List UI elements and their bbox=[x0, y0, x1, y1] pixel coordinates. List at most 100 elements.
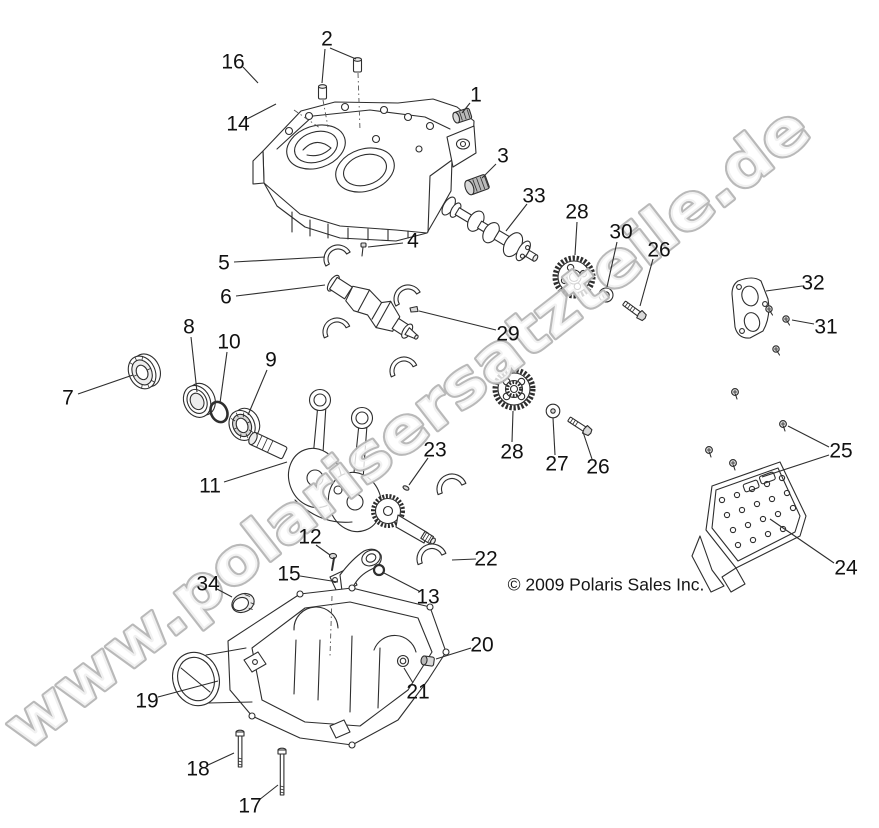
callout-label-26: 26 bbox=[586, 456, 609, 479]
callout-label-32: 32 bbox=[801, 272, 824, 295]
leader-line-16 bbox=[242, 66, 259, 84]
callout-label-15: 15 bbox=[277, 563, 300, 586]
callout-label-29: 29 bbox=[496, 323, 519, 346]
bolt-26-lower-drawing bbox=[567, 416, 593, 437]
callout-label-11: 11 bbox=[199, 475, 221, 498]
leader-line-26 bbox=[582, 431, 593, 460]
callout-label-21: 21 bbox=[406, 681, 429, 704]
leader-line-23 bbox=[408, 457, 429, 486]
baffle-perforations bbox=[718, 474, 797, 549]
callout-layer: 1234567891011121314151617181920212223242… bbox=[62, 28, 858, 818]
callout-label-34: 34 bbox=[196, 573, 220, 596]
baffle-plate-drawing bbox=[691, 461, 807, 593]
callout-label-14: 14 bbox=[226, 113, 250, 136]
bolt-18-drawing bbox=[235, 729, 245, 768]
callout-label-19: 19 bbox=[135, 690, 158, 713]
gasket-plate-drawing bbox=[731, 277, 770, 339]
callout-label-31: 31 bbox=[814, 316, 837, 339]
camshaft-drawing bbox=[441, 196, 539, 262]
callout-label-26: 26 bbox=[647, 239, 670, 262]
leader-line-18 bbox=[207, 752, 235, 766]
callout-label-2: 2 bbox=[321, 28, 333, 51]
bearing-shells-22-drawing bbox=[416, 473, 467, 566]
leader-line-28 bbox=[574, 221, 578, 256]
leader-line-24 bbox=[769, 518, 835, 564]
washer-21-drawing bbox=[396, 654, 410, 668]
leader-line-2 bbox=[321, 48, 326, 84]
callout-label-28: 28 bbox=[500, 441, 523, 464]
bearing-9-drawing bbox=[228, 407, 261, 441]
callout-label-5: 5 bbox=[218, 252, 230, 275]
cam-gear-drawing bbox=[552, 255, 596, 299]
leader-line-4 bbox=[367, 242, 404, 248]
callout-label-33: 33 bbox=[522, 185, 545, 208]
seal-7-drawing bbox=[127, 353, 161, 390]
callout-label-23: 23 bbox=[423, 439, 446, 462]
washer-30-drawing bbox=[598, 287, 614, 303]
callout-label-20: 20 bbox=[470, 634, 493, 657]
copyright-text: © 2009 Polaris Sales Inc. bbox=[508, 574, 705, 594]
oring-10-drawing bbox=[209, 400, 229, 424]
upper-crankcase-drawing bbox=[252, 72, 477, 242]
bearing-shells-5-drawing bbox=[322, 244, 421, 378]
callout-label-12: 12 bbox=[298, 526, 321, 549]
leader-line-29 bbox=[418, 310, 497, 331]
leader-line-34 bbox=[216, 588, 233, 598]
plug-1-drawing bbox=[452, 107, 473, 124]
leader-line-9 bbox=[247, 369, 268, 416]
leader-line-31 bbox=[791, 319, 815, 325]
callout-label-24: 24 bbox=[834, 557, 858, 580]
leader-line-6 bbox=[235, 284, 326, 297]
leader-line-25 bbox=[787, 425, 830, 448]
plug-3-drawing bbox=[464, 174, 490, 196]
crankshaft-drawing bbox=[248, 388, 436, 545]
leader-line-26 bbox=[639, 258, 654, 307]
callout-label-13: 13 bbox=[416, 586, 439, 609]
bolt-17-drawing bbox=[277, 747, 287, 796]
callout-label-7: 7 bbox=[62, 387, 74, 410]
leader-line-21 bbox=[403, 667, 414, 684]
key-23-drawing bbox=[402, 485, 410, 491]
leader-line-14 bbox=[246, 103, 277, 120]
callout-label-18: 18 bbox=[186, 758, 209, 781]
bolt-12-drawing bbox=[328, 552, 338, 571]
leader-line-12 bbox=[315, 544, 331, 556]
leader-line-5 bbox=[233, 256, 326, 263]
leader-line-20 bbox=[435, 647, 472, 660]
callout-label-4: 4 bbox=[407, 230, 419, 253]
pin-4-drawing bbox=[360, 242, 367, 257]
balance-shaft-drawing bbox=[326, 274, 419, 340]
leader-line-3 bbox=[481, 163, 497, 179]
leader-line-27 bbox=[552, 417, 556, 456]
callout-label-30: 30 bbox=[609, 221, 632, 244]
leader-line-10 bbox=[219, 351, 228, 404]
leader-line-25 bbox=[761, 454, 830, 478]
leader-line-7 bbox=[77, 374, 134, 395]
plug-34-drawing bbox=[231, 592, 255, 614]
leader-line-1 bbox=[461, 102, 471, 114]
callout-label-8: 8 bbox=[183, 316, 195, 339]
leader-line-22 bbox=[451, 558, 477, 561]
dowel-pin-drawing bbox=[317, 57, 363, 100]
leader-line-17 bbox=[258, 784, 279, 801]
pin-29-drawing bbox=[409, 305, 419, 313]
leader-line-19 bbox=[157, 680, 219, 698]
leader-line-33 bbox=[505, 203, 528, 232]
screws-31-drawing bbox=[765, 305, 791, 356]
lower-crankcase-drawing bbox=[172, 584, 450, 749]
callout-label-27: 27 bbox=[545, 453, 568, 476]
callout-label-10: 10 bbox=[217, 331, 240, 354]
callout-label-22: 22 bbox=[474, 548, 497, 571]
leader-line-30 bbox=[606, 241, 618, 288]
callout-label-6: 6 bbox=[220, 286, 232, 309]
plug-20-drawing bbox=[420, 655, 435, 667]
oring-13-drawing bbox=[372, 563, 386, 577]
callout-label-3: 3 bbox=[497, 145, 509, 168]
callout-label-9: 9 bbox=[265, 349, 277, 372]
callout-label-17: 17 bbox=[238, 795, 261, 818]
callout-label-16: 16 bbox=[221, 51, 244, 74]
leader-line-15 bbox=[299, 575, 339, 583]
leader-line-32 bbox=[765, 285, 803, 292]
